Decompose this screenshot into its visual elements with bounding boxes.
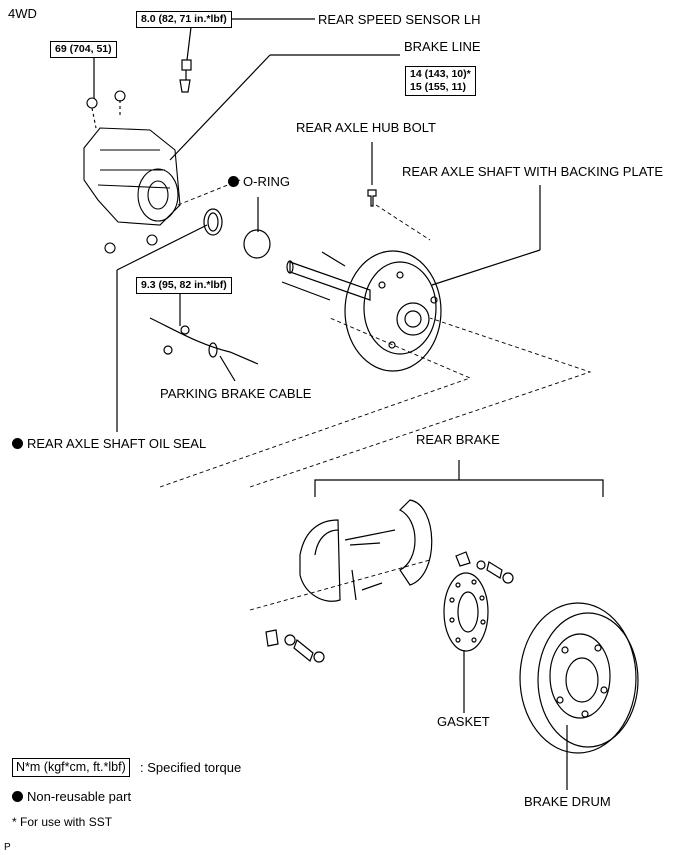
legend-torque-unit: N*m (kgf*cm, ft.*lbf) xyxy=(12,758,130,777)
label-rear-axle-hub-bolt: REAR AXLE HUB BOLT xyxy=(296,120,436,135)
label-rear-brake: REAR BRAKE xyxy=(416,432,500,447)
parking-cable-part xyxy=(149,317,259,365)
footer-code: P xyxy=(4,842,11,853)
axle-housing xyxy=(83,90,181,254)
axle-shaft-part xyxy=(281,250,442,372)
oil-seal-text: REAR AXLE SHAFT OIL SEAL xyxy=(27,436,207,451)
speed-sensor-part xyxy=(179,59,192,93)
legend-torque-desc: : Specified torque xyxy=(140,760,242,775)
non-reusable-dot xyxy=(228,176,239,187)
torque-cable-box: 9.3 (95, 82 in.*lbf) xyxy=(136,277,232,294)
brake-drum-part xyxy=(519,602,639,754)
hub-bolt-part xyxy=(367,189,377,207)
torque-brake-line-2: 15 (155, 11) xyxy=(410,81,467,93)
label-rear-axle-shaft: REAR AXLE SHAFT WITH BACKING PLATE xyxy=(402,164,664,179)
torque-brake-line-1: 14 (143, 10)* xyxy=(410,68,471,80)
label-parking-brake-cable: PARKING BRAKE CABLE xyxy=(160,386,312,401)
legend-sst-note: * For use with SST xyxy=(12,815,113,829)
torque-brake-line-box: 14 (143, 10)* 15 (155, 11) xyxy=(405,66,476,96)
label-brake-line: BRAKE LINE xyxy=(404,39,481,54)
torque-nut-box: 69 (704, 51) xyxy=(50,41,117,58)
o-ring-part xyxy=(243,229,271,259)
non-reusable-dot xyxy=(12,438,23,449)
label-o-ring: O-RING xyxy=(228,174,290,189)
label-gasket: GASKET xyxy=(437,714,490,729)
o-ring-text: O-RING xyxy=(243,174,290,189)
gasket-part xyxy=(443,572,489,652)
brake-shoes-part xyxy=(265,499,514,663)
bracket-rear-brake xyxy=(314,479,604,497)
legend-non-reusable: Non-reusable part xyxy=(12,789,131,804)
variant-label: 4WD xyxy=(8,6,37,21)
legend-non-reusable-text: Non-reusable part xyxy=(27,789,132,804)
leader-brake-line xyxy=(169,54,271,161)
leader-parking-cable xyxy=(219,355,236,382)
non-reusable-dot xyxy=(12,791,23,802)
label-oil-seal: REAR AXLE SHAFT OIL SEAL xyxy=(12,436,206,451)
oil-seal-part xyxy=(203,208,223,236)
label-brake-drum: BRAKE DRUM xyxy=(524,794,611,809)
torque-sensor-box: 8.0 (82, 71 in.*lbf) xyxy=(136,11,232,28)
label-rear-speed-sensor: REAR SPEED SENSOR LH xyxy=(318,12,481,27)
